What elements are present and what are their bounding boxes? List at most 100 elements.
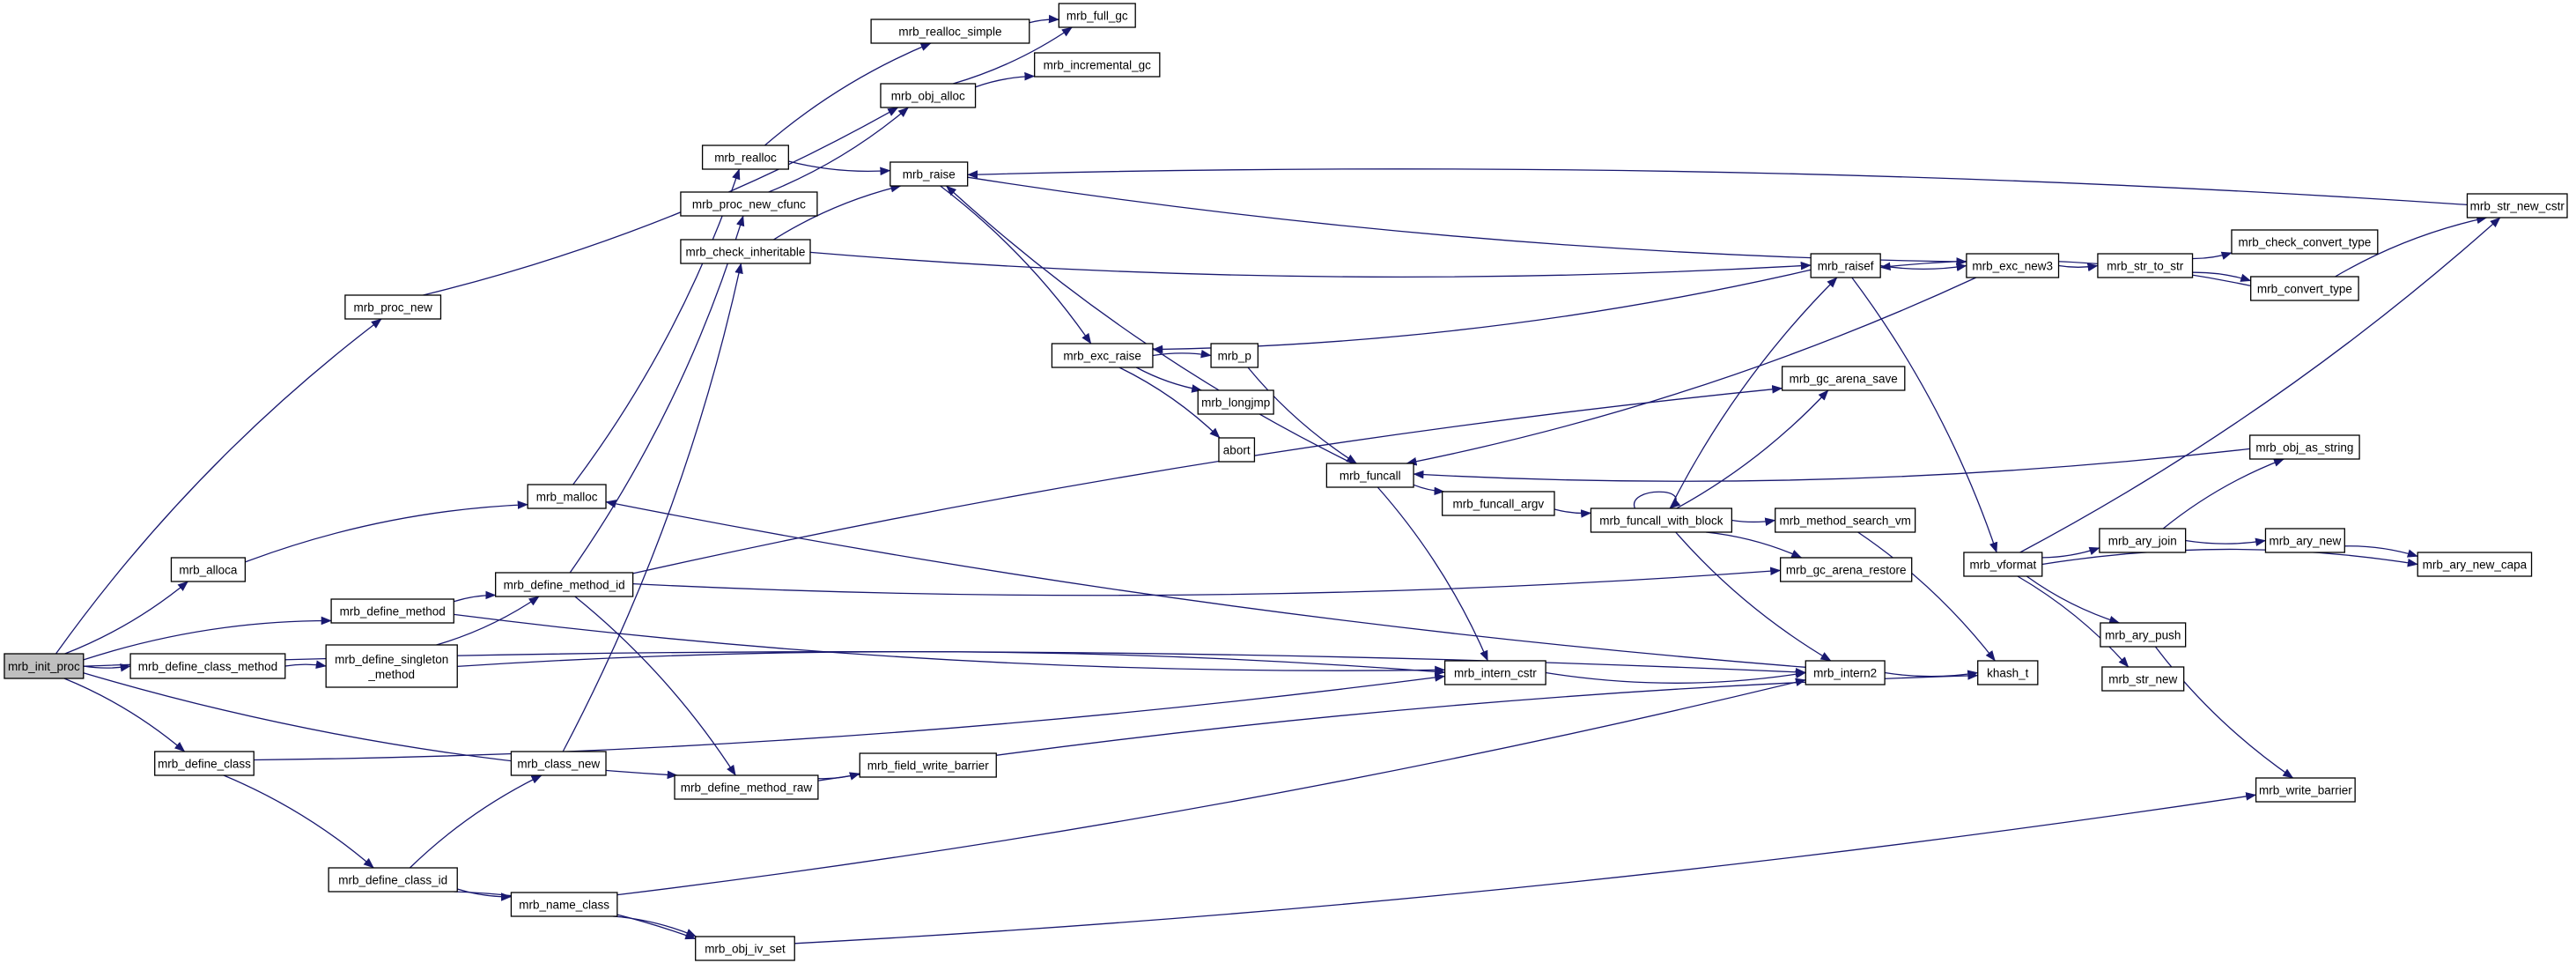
node-longjmp[interactable]: mrb_longjmp [1197, 389, 1274, 415]
node-define-class[interactable]: mrb_define_class [154, 751, 255, 776]
node-gc-arena-restore[interactable]: mrb_gc_arena_restore [1779, 557, 1913, 582]
node-box[interactable] [1810, 253, 1881, 278]
node-box[interactable] [330, 598, 454, 624]
node-obj-alloc[interactable]: mrb_obj_alloc [880, 83, 977, 108]
node-box[interactable] [680, 191, 818, 217]
node-box[interactable] [1977, 660, 2039, 685]
node-alloca[interactable]: mrb_alloca [170, 557, 247, 582]
node-method-search-vm[interactable]: mrb_method_search_vm [1775, 507, 1916, 533]
node-funcall-argv[interactable]: mrb_funcall_argv [1442, 491, 1555, 516]
node-box[interactable] [2255, 777, 2356, 803]
node-box[interactable] [154, 751, 255, 776]
node-box[interactable] [1966, 253, 2060, 278]
node-field-write-barrier[interactable]: mrb_field_write_barrier [859, 752, 997, 778]
node-box[interactable] [510, 892, 618, 917]
node-box[interactable] [170, 557, 247, 582]
node-realloc[interactable]: mrb_realloc [701, 144, 789, 170]
node-box[interactable] [1197, 389, 1274, 415]
node-box[interactable] [2417, 552, 2533, 577]
node-p[interactable]: mrb_p [1210, 343, 1259, 368]
node-box[interactable] [1963, 552, 2043, 577]
node-box[interactable] [325, 644, 458, 688]
node-class-new[interactable]: mrb_class_new [510, 751, 607, 776]
node-khash-t[interactable]: khash_t [1977, 660, 2039, 685]
node-box[interactable] [2097, 253, 2194, 278]
node-define-method[interactable]: mrb_define_method [330, 598, 454, 624]
node-box[interactable] [1779, 557, 1913, 582]
node-box[interactable] [695, 936, 795, 961]
node-box[interactable] [527, 484, 607, 509]
node-intern2[interactable]: mrb_intern2 [1805, 660, 1886, 685]
node-funcall[interactable]: mrb_funcall [1325, 463, 1414, 488]
node-box[interactable] [1805, 660, 1886, 685]
node-check-convert-type[interactable]: mrb_check_convert_type [2231, 229, 2379, 255]
node-box[interactable] [2100, 622, 2187, 648]
node-vformat[interactable]: mrb_vformat [1963, 552, 2043, 577]
node-write-barrier[interactable]: mrb_write_barrier [2255, 777, 2356, 803]
node-gc-arena-save[interactable]: mrb_gc_arena_save [1781, 366, 1906, 391]
node-box[interactable] [328, 867, 458, 893]
node-box[interactable] [344, 294, 442, 320]
node-str-new[interactable]: mrb_str_new [2101, 666, 2185, 692]
node-intern-cstr[interactable]: mrb_intern_cstr [1443, 660, 1546, 685]
node-box[interactable] [1443, 660, 1546, 685]
node-exc-raise[interactable]: mrb_exc_raise [1051, 343, 1154, 368]
node-box[interactable] [495, 572, 634, 597]
node-box[interactable] [2250, 276, 2359, 301]
node-full-gc[interactable]: mrb_full_gc [1058, 3, 1136, 28]
node-ary-new-capa[interactable]: mrb_ary_new_capa [2417, 552, 2533, 577]
node-define-class-id[interactable]: mrb_define_class_id [328, 867, 458, 893]
node-convert-type[interactable]: mrb_convert_type [2250, 276, 2359, 301]
node-box[interactable] [2099, 528, 2187, 553]
node-define-method-raw[interactable]: mrb_define_method_raw [674, 774, 819, 800]
node-ary-push[interactable]: mrb_ary_push [2100, 622, 2187, 648]
node-box[interactable] [129, 653, 286, 679]
node-box[interactable] [4, 653, 85, 679]
node-raise[interactable]: mrb_raise [889, 161, 969, 187]
node-raisef[interactable]: mrb_raisef [1810, 253, 1881, 278]
node-ary-new[interactable]: mrb_ary_new [2264, 528, 2345, 553]
node-box[interactable] [1590, 507, 1733, 533]
node-obj-iv-set[interactable]: mrb_obj_iv_set [695, 936, 795, 961]
node-box[interactable] [889, 161, 969, 187]
node-proc-new[interactable]: mrb_proc_new [344, 294, 442, 320]
node-box[interactable] [1210, 343, 1259, 368]
node-box[interactable] [2264, 528, 2345, 553]
node-realloc-simple[interactable]: mrb_realloc_simple [870, 19, 1030, 44]
node-name-class[interactable]: mrb_name_class [510, 892, 618, 917]
node-box[interactable] [510, 751, 607, 776]
node-box[interactable] [1058, 3, 1136, 28]
node-ary-join[interactable]: mrb_ary_join [2099, 528, 2187, 553]
node-init-proc[interactable]: mrb_init_proc [4, 653, 85, 679]
node-box[interactable] [1218, 437, 1256, 463]
node-box[interactable] [870, 19, 1030, 44]
node-incremental-gc[interactable]: mrb_incremental_gc [1034, 52, 1161, 78]
node-box[interactable] [1051, 343, 1154, 368]
node-define-class-method[interactable]: mrb_define_class_method [129, 653, 286, 679]
node-box[interactable] [1442, 491, 1555, 516]
node-str-to-str[interactable]: mrb_str_to_str [2097, 253, 2194, 278]
node-str-new-cstr[interactable]: mrb_str_new_cstr [2466, 193, 2568, 219]
node-box[interactable] [880, 83, 977, 108]
node-box[interactable] [2249, 434, 2360, 460]
node-exc-new3[interactable]: mrb_exc_new3 [1966, 253, 2060, 278]
node-box[interactable] [859, 752, 997, 778]
node-funcall-with-block[interactable]: mrb_funcall_with_block [1590, 507, 1733, 533]
node-define-singleton-method[interactable]: mrb_define_singleton_method [325, 644, 458, 688]
node-obj-as-string[interactable]: mrb_obj_as_string [2249, 434, 2360, 460]
node-proc-new-cfunc[interactable]: mrb_proc_new_cfunc [680, 191, 818, 217]
node-box[interactable] [680, 239, 811, 264]
node-box[interactable] [674, 774, 819, 800]
node-box[interactable] [1781, 366, 1906, 391]
node-box[interactable] [2101, 666, 2185, 692]
node-box[interactable] [1775, 507, 1916, 533]
node-box[interactable] [2231, 229, 2379, 255]
node-box[interactable] [2466, 193, 2568, 219]
node-malloc[interactable]: mrb_malloc [527, 484, 607, 509]
node-box[interactable] [1325, 463, 1414, 488]
node-check-inheritable[interactable]: mrb_check_inheritable [680, 239, 811, 264]
node-box[interactable] [1034, 52, 1161, 78]
node-define-method-id[interactable]: mrb_define_method_id [495, 572, 634, 597]
node-abort[interactable]: abort [1218, 437, 1256, 463]
node-box[interactable] [701, 144, 789, 170]
